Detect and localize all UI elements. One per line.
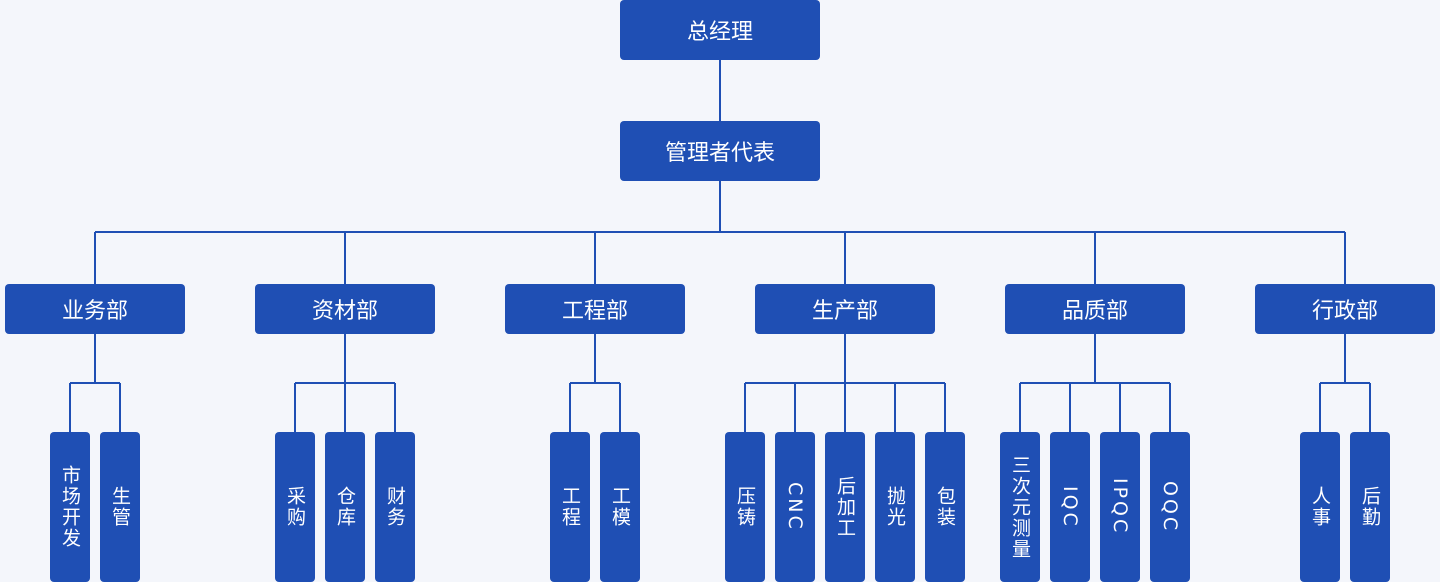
- node-unit: OQC: [1150, 432, 1190, 582]
- node-unit: IQC: [1050, 432, 1090, 582]
- node-department: 资材部: [255, 284, 435, 334]
- node-management-representative: 管理者代表: [620, 121, 820, 181]
- node-unit: 工程: [550, 432, 590, 582]
- node-unit: 后勤: [1350, 432, 1390, 582]
- node-unit: 压铸: [725, 432, 765, 582]
- node-department: 业务部: [5, 284, 185, 334]
- node-unit: 仓库: [325, 432, 365, 582]
- node-unit: 生管: [100, 432, 140, 582]
- node-unit: 人事: [1300, 432, 1340, 582]
- node-unit: 三次元测量: [1000, 432, 1040, 582]
- node-general-manager: 总经理: [620, 0, 820, 60]
- node-unit: 后加工: [825, 432, 865, 582]
- node-department: 生产部: [755, 284, 935, 334]
- node-unit: 市场开发: [50, 432, 90, 582]
- node-department: 工程部: [505, 284, 685, 334]
- node-department: 品质部: [1005, 284, 1185, 334]
- node-department: 行政部: [1255, 284, 1435, 334]
- node-unit: 工模: [600, 432, 640, 582]
- node-unit: 采购: [275, 432, 315, 582]
- node-unit: IPQC: [1100, 432, 1140, 582]
- node-unit: 包装: [925, 432, 965, 582]
- node-unit: 抛光: [875, 432, 915, 582]
- node-unit: 财务: [375, 432, 415, 582]
- node-unit: CNC: [775, 432, 815, 582]
